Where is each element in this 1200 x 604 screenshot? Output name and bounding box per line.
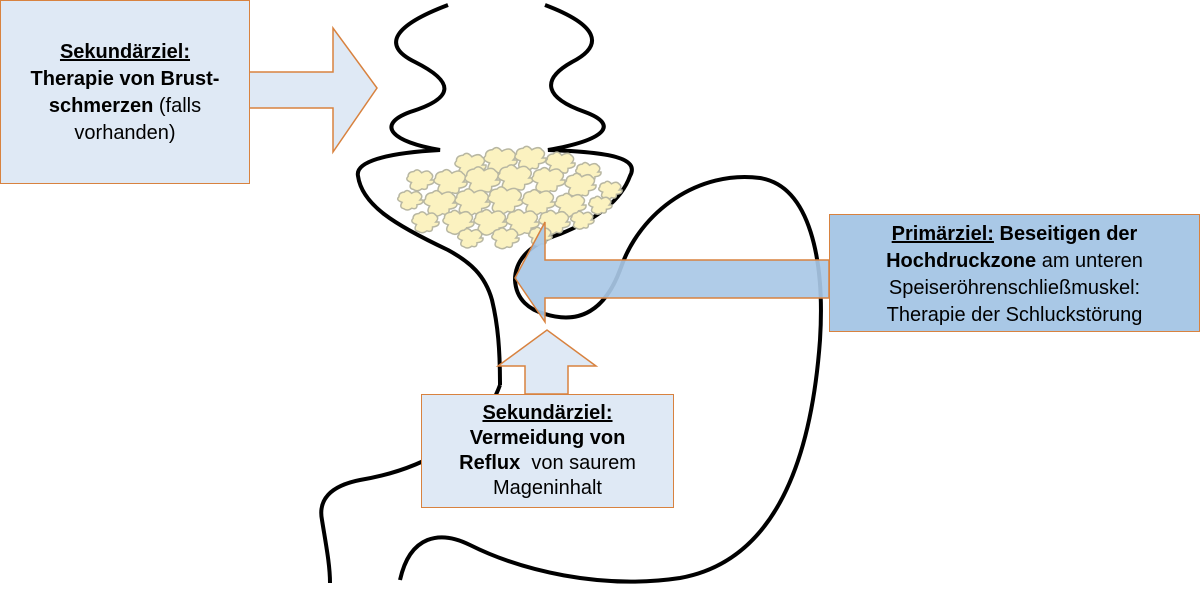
secondary-goal-chest-pain-box: Sekundärziel: Therapie von Brust- schmer… xyxy=(0,0,250,184)
chest-heading: Sekundärziel: xyxy=(59,41,191,63)
food-piece xyxy=(497,164,534,193)
secondary-goal-reflux-box: Sekundärziel: Vermeidung von Reflux von … xyxy=(421,394,674,508)
food-piece xyxy=(531,166,566,194)
food-bolus xyxy=(396,145,623,250)
primary-line3: Speiseröhrenschließmuskel: xyxy=(888,277,1141,299)
primary-heading-rest: Beseitigen der xyxy=(993,223,1138,245)
esophagus-left-wall xyxy=(355,3,502,386)
arrow-primary xyxy=(514,221,830,325)
food-piece xyxy=(411,211,440,234)
primary-heading: Primärziel: xyxy=(891,223,994,245)
reflux-line3: Mageninhalt xyxy=(493,477,602,499)
primary-line4: Therapie der Schluckstörung xyxy=(886,304,1143,326)
primary-line2-bold: Hochdruckzone xyxy=(886,250,1037,272)
reflux-line1: Vermeidung von xyxy=(469,427,626,449)
chest-line1: Therapie von Brust- xyxy=(30,68,220,90)
food-piece xyxy=(597,180,623,200)
primary-goal-box: Primärziel: Beseitigen der Hochdruckzone… xyxy=(829,214,1200,332)
chest-line2-bold: schmerzen xyxy=(48,95,154,117)
food-piece xyxy=(564,172,597,199)
stomach-outline xyxy=(398,175,823,584)
reflux-heading: Sekundärziel: xyxy=(482,402,613,424)
esophagus-right-wall xyxy=(512,3,634,316)
food-piece xyxy=(491,227,520,250)
food-piece xyxy=(514,145,547,172)
reflux-line2-rest: von saurem xyxy=(520,452,636,474)
reflux-line2-bold: Reflux xyxy=(459,452,521,474)
arrow-chest-pain xyxy=(247,25,378,155)
food-piece xyxy=(569,210,595,230)
food-piece xyxy=(464,166,501,195)
food-piece xyxy=(406,169,435,192)
primary-line2-rest: am unteren xyxy=(1036,250,1143,272)
arrow-reflux xyxy=(495,329,599,395)
chest-line3: vorhanden) xyxy=(74,122,176,144)
chest-line2-rest: (falls xyxy=(153,95,202,117)
food-piece xyxy=(396,189,424,211)
food-piece xyxy=(587,195,613,215)
food-piece xyxy=(456,227,484,249)
